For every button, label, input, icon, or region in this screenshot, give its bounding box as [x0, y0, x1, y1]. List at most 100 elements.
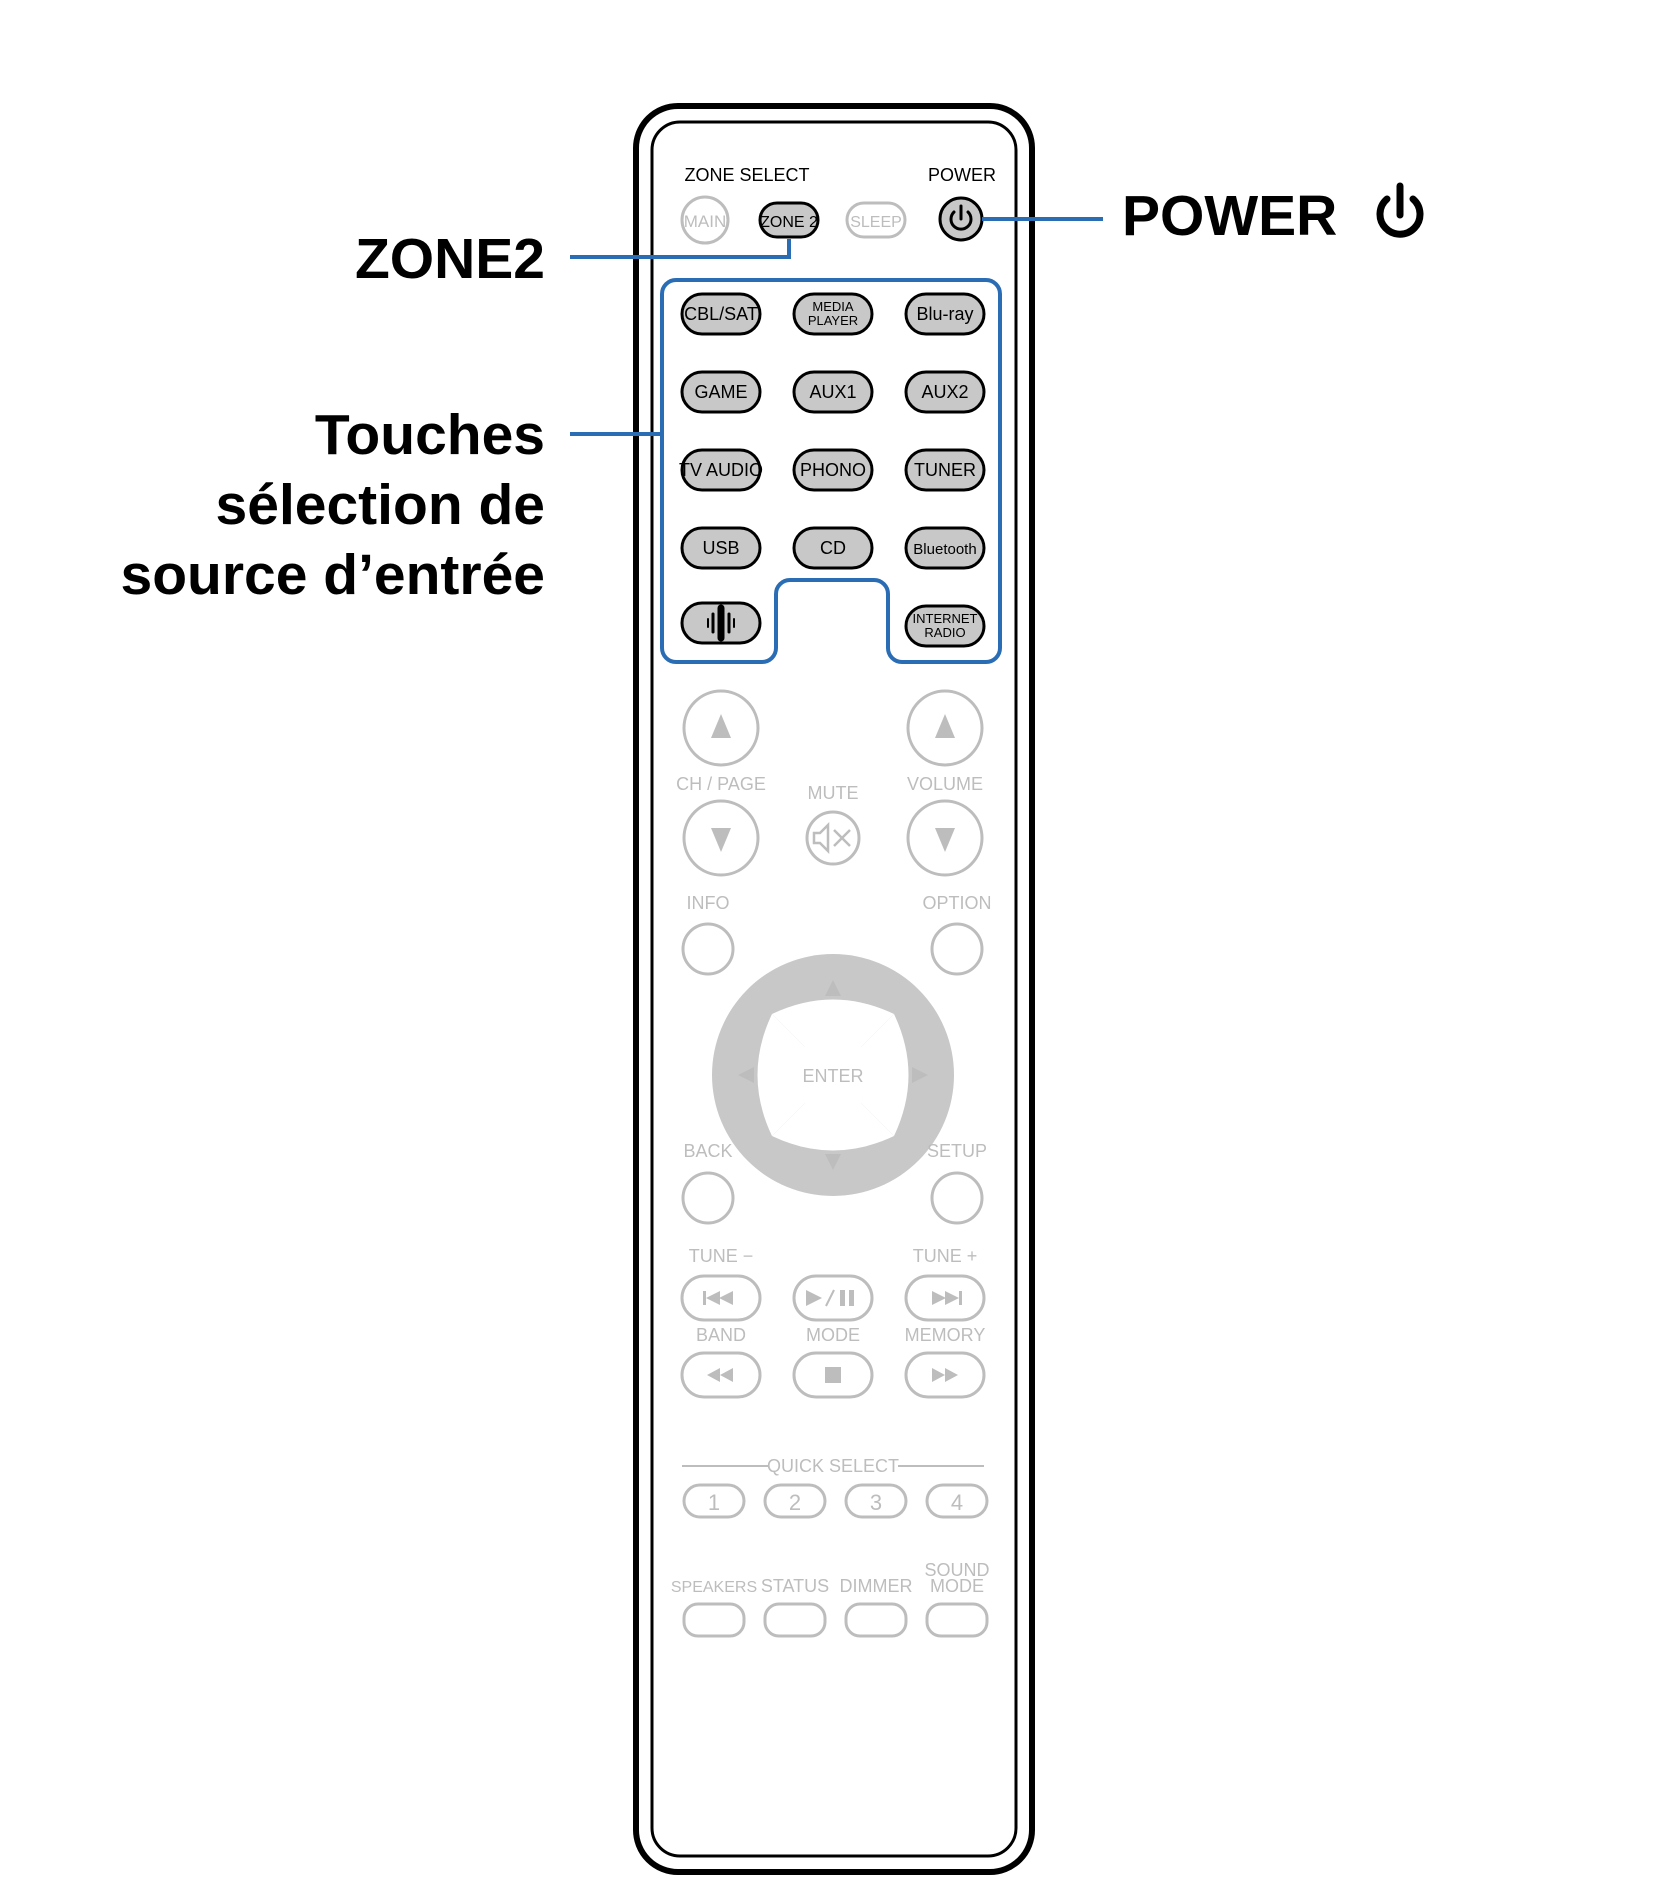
stop-button[interactable] — [792, 1351, 874, 1399]
ch-page-down-button[interactable] — [682, 799, 760, 877]
source-button-label: TUNER — [914, 460, 976, 480]
info-button[interactable] — [681, 922, 735, 976]
mute-button[interactable] — [805, 810, 861, 866]
main-button-label: MAIN — [684, 212, 727, 231]
power-icon — [949, 204, 973, 231]
rewind-icon — [707, 1368, 733, 1382]
source-button-game[interactable]: GAME — [680, 370, 762, 414]
source-button-label: Bluetooth — [913, 541, 976, 558]
status-button[interactable]: STATUS — [761, 1576, 829, 1638]
callout-lines — [570, 217, 1103, 436]
volume-label: VOLUME — [907, 774, 983, 794]
skip-back-button[interactable] — [680, 1274, 762, 1322]
setup-button[interactable] — [930, 1171, 984, 1225]
heos-button[interactable] — [680, 601, 762, 645]
quick-select-button-3[interactable]: 3 — [844, 1483, 908, 1519]
source-button-usb[interactable]: USB — [680, 526, 762, 570]
cursor-right-button[interactable] — [855, 1014, 928, 1136]
quick-select-number: 2 — [789, 1490, 801, 1515]
cursor-left-button[interactable] — [738, 1014, 811, 1136]
main-button[interactable]: MAIN — [680, 195, 730, 245]
input-source-callout-line-2: sélection de — [216, 473, 545, 537]
arrow-down-icon — [711, 828, 731, 852]
power-label: POWER — [928, 165, 996, 185]
source-button-cbl-sat[interactable]: CBL/SAT — [680, 292, 762, 336]
source-button-phono[interactable]: PHONO — [792, 448, 874, 492]
power-button[interactable] — [938, 196, 984, 242]
source-button-label: USB — [702, 538, 739, 558]
tune-plus-label: TUNE + — [913, 1246, 978, 1266]
volume-up-button[interactable] — [906, 689, 984, 767]
bottom-button-label: DIMMER — [840, 1576, 913, 1596]
bottom-button-label: STATUS — [761, 1576, 829, 1596]
cursor-up-button[interactable] — [772, 980, 894, 1053]
enter-button[interactable]: ENTER — [793, 1035, 873, 1115]
source-button-tv-audio[interactable]: TV AUDIO — [679, 448, 763, 492]
source-button-bluetooth[interactable]: Bluetooth — [904, 526, 986, 570]
input-source-callout-line-1: Touches — [315, 403, 545, 467]
setup-label: SETUP — [927, 1141, 987, 1161]
source-button-label: RADIO — [924, 625, 965, 640]
back-button[interactable] — [681, 1171, 735, 1225]
source-button-cd[interactable]: CD — [792, 526, 874, 570]
quick-select-button-2[interactable]: 2 — [763, 1483, 827, 1519]
arrow-down-icon — [935, 828, 955, 852]
play-pause-button[interactable] — [792, 1274, 874, 1322]
stop-icon — [825, 1367, 841, 1383]
source-button-aux1[interactable]: AUX1 — [792, 370, 874, 414]
quick-select-button-4[interactable]: 4 — [925, 1483, 989, 1519]
ch-page-up-button[interactable] — [682, 689, 760, 767]
zone-select-label: ZONE SELECT — [684, 165, 809, 185]
option-button[interactable] — [930, 922, 984, 976]
source-button-label: Blu-ray — [916, 304, 973, 324]
play-pause-icon — [806, 1289, 854, 1307]
arrow-up-icon — [711, 714, 731, 738]
source-button-label: PHONO — [800, 460, 866, 480]
tune-minus-label: TUNE − — [689, 1246, 754, 1266]
option-label: OPTION — [922, 893, 991, 913]
arrow-right-icon — [912, 1067, 928, 1083]
zone2-callout-line — [570, 239, 791, 259]
fast-forward-icon — [932, 1368, 958, 1382]
arrow-up-icon — [935, 714, 955, 738]
volume-down-button[interactable] — [906, 799, 984, 877]
quick-select-label: QUICK SELECT — [767, 1456, 899, 1476]
source-button-label: AUX2 — [921, 382, 968, 402]
fast-forward-button[interactable] — [904, 1351, 986, 1399]
rewind-button[interactable] — [680, 1351, 762, 1399]
speakers-button[interactable]: SPEAKERS — [671, 1579, 757, 1638]
source-button-aux2[interactable]: AUX2 — [904, 370, 986, 414]
skip-forward-button[interactable] — [904, 1274, 986, 1322]
sleep-button-label: SLEEP — [850, 214, 902, 231]
source-button-blu-ray[interactable]: Blu-ray — [904, 292, 986, 336]
bottom-button-label: SOUND — [924, 1560, 989, 1580]
cursor-down-button[interactable] — [772, 1097, 894, 1170]
quick-select-button-1[interactable]: 1 — [682, 1483, 746, 1519]
band-label: BAND — [696, 1325, 746, 1345]
skip-back-icon — [703, 1291, 733, 1305]
zone2-callout: ZONE2 — [355, 227, 545, 291]
input-source-callout-line-3: source d’entrée — [121, 543, 546, 607]
zone2-button-label: ZONE 2 — [760, 214, 818, 231]
source-button-label: MEDIA — [812, 299, 854, 314]
arrow-up-icon — [825, 980, 841, 996]
dimmer-button[interactable]: DIMMER — [840, 1576, 913, 1638]
source-button-label: CD — [820, 538, 846, 558]
quick-select-number: 4 — [951, 1490, 963, 1515]
source-button-label: TV AUDIO — [679, 460, 763, 480]
sleep-button[interactable]: SLEEP — [845, 201, 907, 239]
enter-label: ENTER — [802, 1066, 863, 1086]
quick-select-number: 3 — [870, 1490, 882, 1515]
back-label: BACK — [683, 1141, 732, 1161]
arrow-down-icon — [825, 1154, 841, 1170]
mute-icon — [812, 821, 851, 855]
memory-label: MEMORY — [905, 1325, 986, 1345]
source-button-tuner[interactable]: TUNER — [904, 448, 986, 492]
zone2-button[interactable]: ZONE 2 — [758, 201, 820, 239]
ch-page-label: CH / PAGE — [676, 774, 766, 794]
bottom-button-label: MODE — [930, 1576, 984, 1596]
